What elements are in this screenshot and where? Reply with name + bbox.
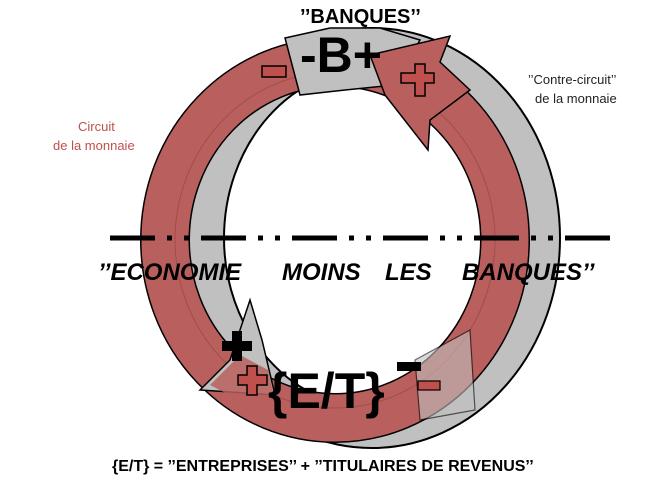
contre-circuit-label: ’’Contre-circuit’’	[528, 72, 617, 87]
contre-circuit-label-2: de la monnaie	[535, 91, 617, 106]
economie-label: ’’ECONOMIE	[98, 259, 242, 286]
minus-icon	[261, 65, 287, 78]
minus-black-icon	[397, 362, 421, 371]
banks-symbol: -B+	[300, 27, 382, 83]
caption: {E/T} = ’’ENTREPRISES’’ + ’’TITULAIRES D…	[112, 458, 534, 475]
banques-label: ’’BANQUES’’	[300, 6, 421, 28]
circuit-label: Circuit	[78, 119, 115, 134]
banques-divider-label: BANQUES’’	[462, 259, 595, 286]
moins-label: MOINS	[282, 259, 361, 286]
arrow-tail-bottom	[414, 329, 476, 421]
plus-icon	[237, 365, 268, 396]
circuit-label-2: de la monnaie	[53, 138, 135, 153]
les-label: LES	[385, 259, 432, 286]
minus-icon	[417, 380, 441, 391]
et-symbol: {E/T}	[268, 363, 385, 419]
plus-icon	[400, 63, 435, 97]
plus-black-icon	[222, 331, 252, 361]
